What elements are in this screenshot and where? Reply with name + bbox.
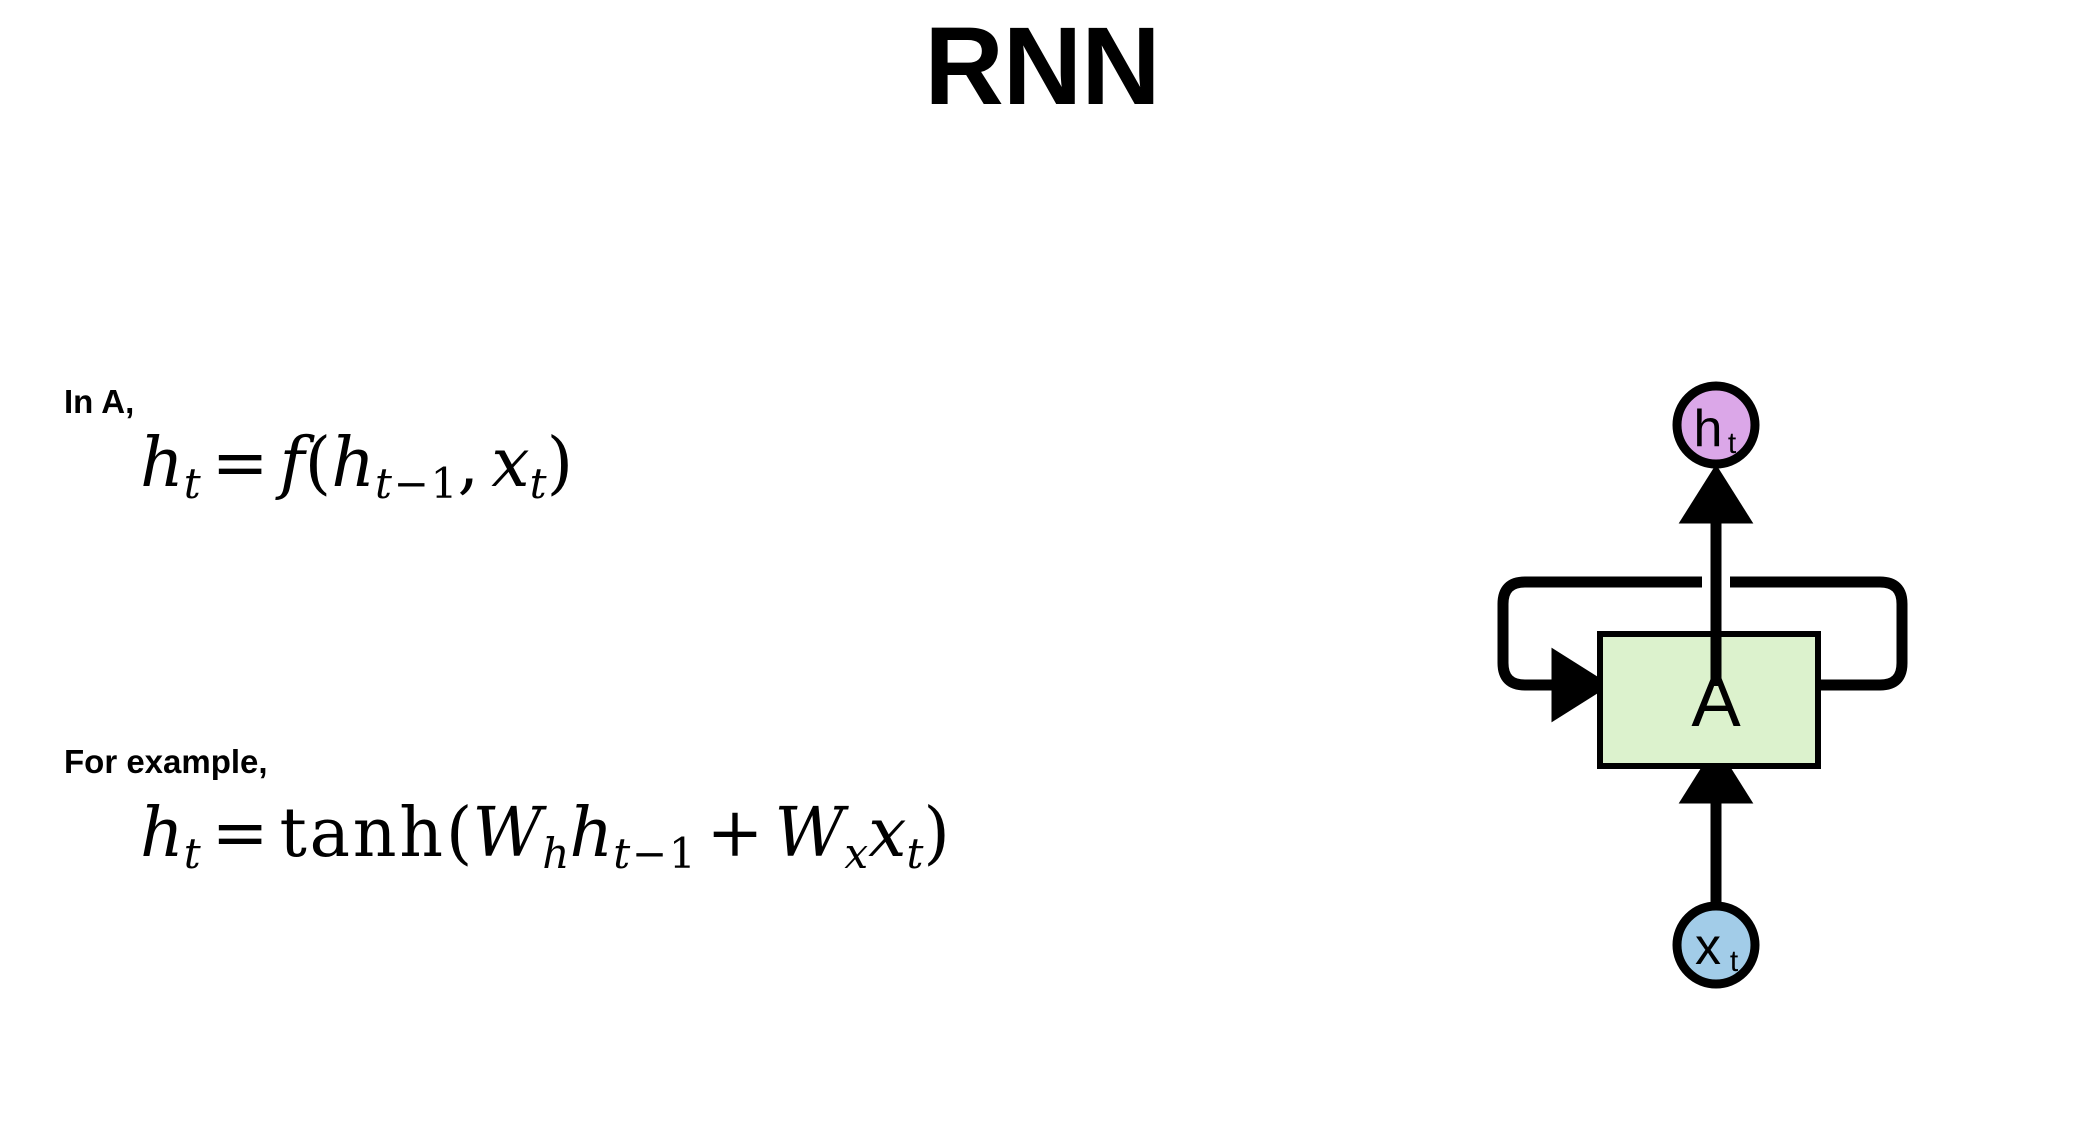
output-node-circle [1672, 381, 1760, 469]
eq2-term2-sub2: t [906, 828, 924, 878]
eq2-term2-var: W [774, 794, 845, 873]
input-node-sublabel: t [1730, 945, 1739, 978]
output-node-sublabel: t [1728, 427, 1737, 460]
eq2-term1-sub2-minus: − [631, 828, 668, 878]
recurrent-loop-edge [1497, 576, 1908, 723]
eq2-func: tanh [279, 794, 446, 873]
eq2-close-paren: ) [923, 794, 950, 873]
eq1-arg2-sub: t [529, 458, 547, 508]
equation-1: ht=f(ht−1,xt) [140, 430, 573, 505]
eq1-arg1-sub-minus: − [393, 458, 429, 508]
eq1-arg1-sub-var: t [374, 458, 392, 508]
eq1-lhs-sub: t [183, 458, 201, 508]
label-in-a: In A, [64, 383, 135, 420]
page-title: RNN [924, 5, 1160, 128]
label-for-example: For example, [64, 743, 268, 780]
eq2-term1-var2: h [569, 794, 614, 873]
eq2-term1-sub2: t−1 [613, 829, 695, 878]
output-node-label: h [1694, 400, 1723, 458]
eq1-arg1-var: h [331, 424, 375, 503]
eq2-open-paren: ( [445, 794, 473, 873]
eq1-arg1-sub: t−1 [375, 459, 457, 508]
input-node-circle [1672, 901, 1760, 989]
cell-to-output-arrowhead [1694, 464, 1738, 512]
eq2-term1-sub: h [542, 828, 570, 878]
eq1-func: f [279, 424, 305, 503]
eq2-term1-var: W [472, 794, 543, 873]
eq2-plus: + [706, 794, 764, 873]
eq2-relation: = [211, 794, 269, 873]
eq1-close-paren: ) [546, 424, 574, 503]
cell-box-a [1597, 631, 1821, 769]
eq1-open-paren: ( [304, 424, 332, 503]
cell-label-a: A [1691, 659, 1741, 742]
eq2-term2-sub: x [844, 828, 869, 878]
rnn-diagram: A h t x t [1440, 330, 2000, 1010]
eq2-term1-sub2-var: t [613, 828, 631, 878]
eq1-relation: = [211, 424, 269, 503]
eq2-lhs-var: h [140, 794, 184, 873]
input-node-label: x [1695, 918, 1721, 976]
eq1-lhs-var: h [140, 424, 184, 503]
eq1-arg1-sub-num: 1 [430, 458, 458, 508]
eq2-term1-sub2-num: 1 [668, 828, 696, 878]
eq1-comma: , [457, 424, 480, 503]
eq2-lhs-sub: t [183, 828, 201, 878]
equation-2: ht=tanh(Whht−1+Wxxt) [140, 800, 950, 875]
eq2-term2-var2: x [868, 794, 907, 873]
eq1-arg2-var: x [491, 424, 530, 503]
